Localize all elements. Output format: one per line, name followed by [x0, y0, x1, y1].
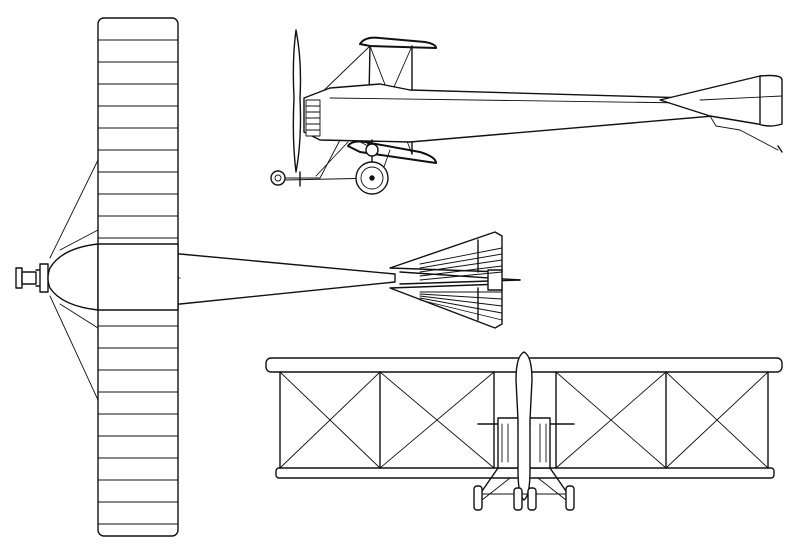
side-view-engine [305, 99, 321, 137]
tailplane-rib [419, 297, 503, 314]
side-view [270, 29, 783, 195]
tailplane-rib [419, 265, 503, 277]
top-view-propeller [15, 263, 49, 293]
top-view [15, 17, 521, 537]
front-view [265, 351, 783, 511]
front-view-struts [279, 371, 769, 469]
tailplane-rib [419, 271, 503, 281]
tailplane-rib [419, 253, 503, 269]
front-view-propeller [515, 351, 533, 501]
tailplane-rib [419, 299, 503, 321]
top-view-bracing-wires [49, 159, 99, 401]
tailplane-rib [419, 295, 503, 307]
side-view-upper-wing [359, 36, 437, 49]
side-view-tail [659, 74, 783, 153]
tailplane-rib [419, 293, 503, 300]
tailplane-rib [419, 259, 503, 273]
front-view-bracing-wires [279, 371, 769, 469]
side-view-propeller [292, 29, 302, 173]
tailplane-rib [419, 247, 503, 265]
top-view-wing [97, 17, 179, 537]
top-view-tailplane [389, 231, 521, 329]
side-view-landing-gear [270, 139, 391, 195]
front-view-landing-gear [473, 467, 575, 511]
side-view-lower-wing [347, 140, 437, 164]
